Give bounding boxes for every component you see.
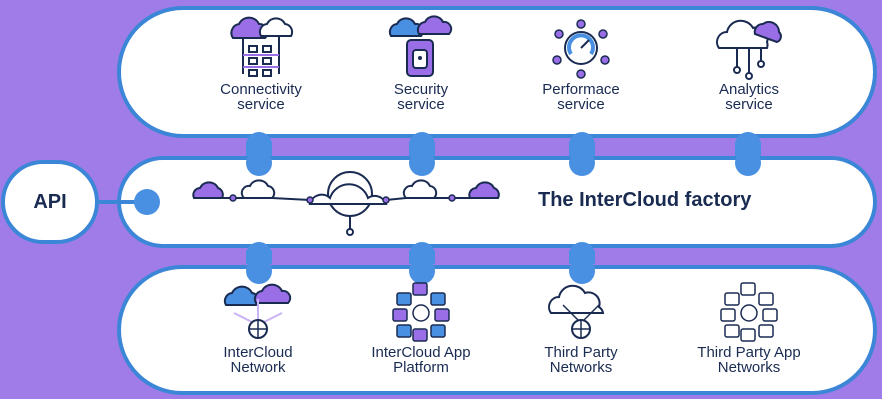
cloud-analytics-icon [716, 19, 782, 80]
service-label-line1: Performace [542, 81, 620, 98]
network-third-party-app: Third Party App Networks [684, 279, 814, 375]
service-label-line1: InterCloud App [371, 344, 471, 361]
service-label-line2: service [397, 96, 445, 113]
connector-dot [409, 150, 435, 176]
cloud-lock-icon [388, 15, 453, 77]
connector-dot [246, 150, 272, 176]
service-security: Security service [356, 14, 486, 112]
service-label-line2: service [237, 96, 285, 113]
service-label-line1: Third Party App [697, 344, 801, 361]
connector-dot [409, 258, 435, 284]
service-label-line2: Platform [393, 359, 449, 376]
network-app-platform: InterCloud App Platform [356, 279, 486, 375]
service-label-line1: InterCloud [223, 344, 293, 361]
network-intercloud: InterCloud Network [193, 279, 323, 375]
service-label-line1: Connectivity [220, 81, 302, 98]
service-label-line2: service [557, 96, 605, 113]
service-analytics: Analytics service [684, 14, 814, 112]
cloud-chain-icon [192, 171, 500, 236]
service-label-line2: Network [230, 359, 286, 376]
network-third-party: Third Party Networks [516, 279, 646, 375]
service-label-line2: Networks [717, 359, 781, 376]
connector-dot [569, 258, 595, 284]
api-label: API [33, 190, 67, 213]
factory-title: The InterCloud factory [538, 189, 752, 211]
api-dot [134, 189, 160, 215]
service-label-line2: service [725, 96, 773, 113]
service-performance: Performace service [516, 14, 646, 112]
connector-dot [735, 150, 761, 176]
cloud-network-globe-icon [223, 283, 292, 339]
service-connectivity: Connectivity service [196, 14, 326, 112]
connector-dot [569, 150, 595, 176]
cloud-globe-outline-icon [548, 284, 605, 339]
service-label-line1: Security [393, 81, 449, 98]
app-platform-icon [392, 282, 450, 342]
connector-dot [246, 258, 272, 284]
service-label-line1: Analytics [718, 81, 780, 98]
gauge-icon [552, 19, 610, 79]
api-node: API [1, 160, 99, 244]
service-label-line1: Third Party [544, 344, 618, 361]
cloud-grid-icon [230, 16, 294, 77]
service-label-line2: Networks [549, 359, 613, 376]
app-network-outline-icon [720, 282, 778, 342]
api-link [97, 200, 147, 204]
